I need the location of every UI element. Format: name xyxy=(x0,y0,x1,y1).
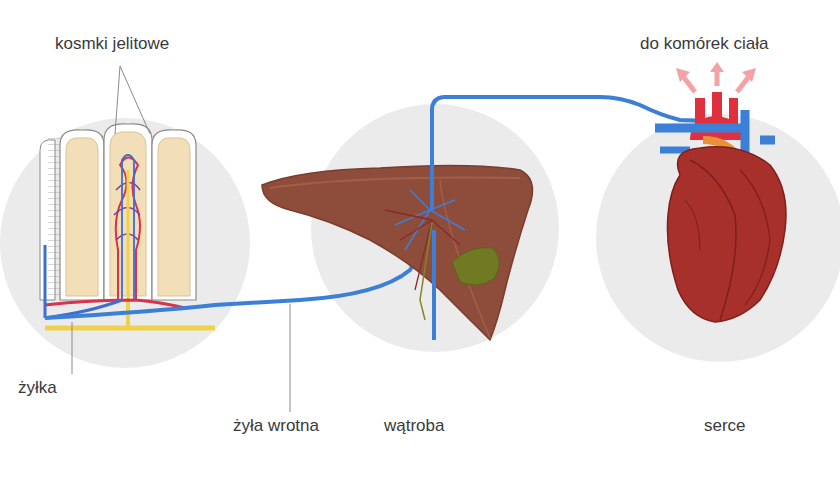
intestinal-villi xyxy=(40,124,215,328)
text-label: do komórek ciała xyxy=(640,34,769,54)
text-label: serce xyxy=(704,416,746,436)
heart xyxy=(655,62,786,322)
text-label: kosmki jelitowe xyxy=(55,34,169,54)
text-label: wątroba xyxy=(384,416,444,436)
villi-circle xyxy=(0,118,250,368)
heart-circle xyxy=(596,114,840,362)
liver xyxy=(262,165,533,340)
text-label: żyłka xyxy=(18,378,57,398)
leader-lines xyxy=(72,66,290,412)
text-label: żyła wrotna xyxy=(233,416,319,436)
